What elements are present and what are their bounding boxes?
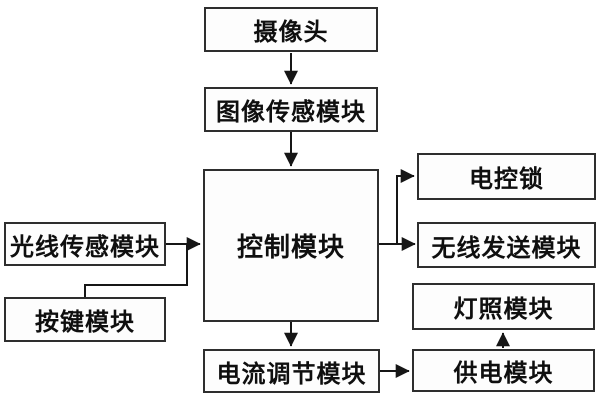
node-power-label: 供电模块 — [453, 361, 554, 387]
node-lock: 电控锁 — [417, 153, 596, 200]
node-current-label: 电流调节模块 — [216, 361, 367, 388]
node-light-sensor-label: 光线传感模块 — [10, 234, 160, 261]
node-lamp: 灯照模块 — [412, 283, 595, 330]
node-button-label: 按键模块 — [35, 310, 135, 336]
node-light-sensor: 光线传感模块 — [4, 222, 166, 266]
edge-control-to-lock — [396, 169, 415, 244]
node-control-label: 控制模块 — [236, 233, 345, 262]
node-camera: 摄像头 — [204, 7, 378, 52]
node-image-sensor: 图像传感模块 — [204, 87, 378, 132]
node-wireless-label: 无线发送模块 — [431, 235, 582, 262]
node-power: 供电模块 — [412, 349, 595, 392]
edge-button-to-control — [84, 244, 188, 297]
node-camera-label: 摄像头 — [253, 20, 329, 46]
node-lock-label: 电控锁 — [469, 167, 544, 193]
node-current: 电流调节模块 — [203, 349, 380, 393]
node-button: 按键模块 — [4, 297, 166, 342]
node-image-sensor-label: 图像传感模块 — [216, 100, 366, 126]
node-lamp-label: 灯照模块 — [453, 297, 554, 323]
node-wireless: 无线发送模块 — [417, 222, 596, 268]
node-control: 控制模块 — [203, 169, 379, 322]
